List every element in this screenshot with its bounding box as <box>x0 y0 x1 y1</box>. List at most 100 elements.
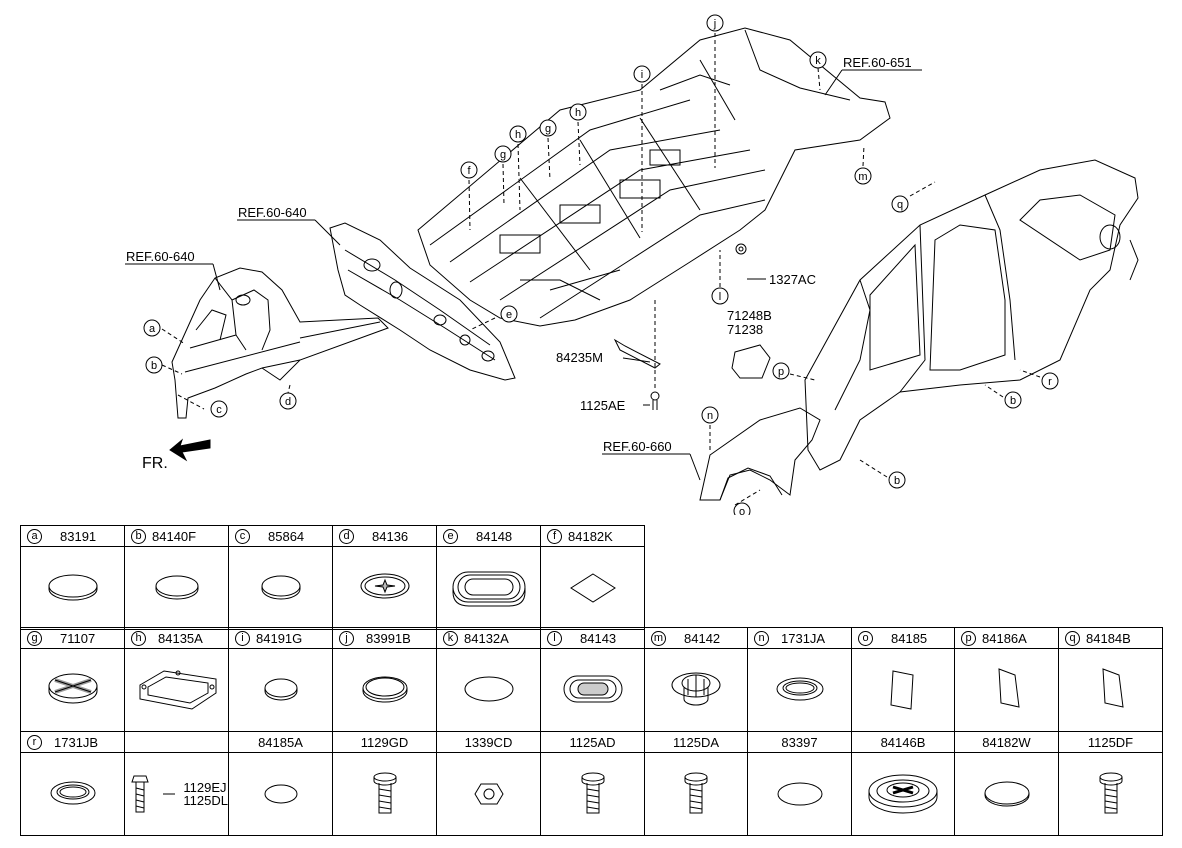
callout-h: h <box>575 107 581 119</box>
callout-d: d <box>285 396 291 408</box>
part-label-84235m: 84235M <box>556 350 603 365</box>
ref-label: REF.60-651 <box>843 55 912 70</box>
plug-cross-icon <box>48 673 97 704</box>
callout-r: r <box>1048 376 1052 388</box>
part-label-1327ac: 1327AC <box>769 272 816 287</box>
callout-a: a <box>149 323 156 335</box>
callout-c: c <box>216 404 222 416</box>
pad-rect-icon <box>1101 668 1124 708</box>
plug-flat-icon <box>984 781 1029 807</box>
plug-rect-frame-icon <box>139 670 216 710</box>
bolt-icon <box>130 775 149 813</box>
callout-b: b <box>894 475 900 487</box>
part-header: 1339CD <box>436 731 541 753</box>
callout-m: m <box>858 171 867 183</box>
pad-square-icon <box>569 573 616 603</box>
strap-84235m <box>613 338 661 369</box>
part-number-1129ej: 1129EJ <box>183 780 227 795</box>
nut-icon <box>473 783 504 805</box>
part-label-71238: 71238 <box>727 322 763 337</box>
plug-flat-icon <box>464 676 513 702</box>
grommet-oblong-icon <box>563 675 622 703</box>
plug-cap-icon <box>264 678 297 701</box>
dash-panel <box>329 222 516 381</box>
part-label-71248b: 71248B <box>727 308 772 323</box>
front-arrow-icon <box>169 438 211 462</box>
callout-g: g <box>500 149 506 161</box>
grommet-deep-oblong-icon <box>868 774 938 814</box>
front-frame-assembly <box>171 267 389 419</box>
front-label: FR. <box>142 455 168 472</box>
part-header: 84146B <box>851 731 955 753</box>
ring-icon <box>776 677 823 701</box>
nut-1327ac <box>735 243 747 255</box>
pad-rect-icon <box>997 668 1020 708</box>
grommet-oblong-icon <box>452 571 525 607</box>
bracket-71238 <box>731 344 771 379</box>
bolt-icon <box>684 772 708 814</box>
bolt-icon <box>373 772 396 814</box>
part-header: 1125AD <box>540 731 645 753</box>
bolt-1125ae <box>650 391 660 410</box>
part-header: 84182W <box>954 731 1059 753</box>
callout-l: l <box>719 291 721 303</box>
plug-flat-icon <box>264 784 297 804</box>
callout-n: n <box>707 410 713 422</box>
plug-oval-icon <box>155 575 198 600</box>
callout-b: b <box>1010 395 1016 407</box>
plug-cap-icon <box>261 575 300 600</box>
part-header: 83397 <box>747 731 852 753</box>
plug-star-icon <box>360 573 409 599</box>
callout-p: p <box>778 366 784 378</box>
ref-label: REF.60-640 <box>238 205 307 220</box>
callout-f: f <box>467 165 471 177</box>
side-body <box>804 159 1139 471</box>
plug-oval-icon <box>362 676 407 703</box>
part-number-1125dl: 1125DL <box>183 793 228 808</box>
pad-rect-icon <box>890 670 914 710</box>
ring-icon <box>50 781 95 805</box>
part-header: 1129GD <box>332 731 437 753</box>
bolt-icon <box>581 772 604 814</box>
callout-i: i <box>641 69 643 81</box>
callout-k: k <box>815 55 821 67</box>
part-header: 84185A <box>228 731 333 753</box>
callout-h: h <box>515 129 521 141</box>
callout-o: o <box>739 506 745 515</box>
plug-flat-icon <box>777 782 822 806</box>
part-header: 1125DF <box>1058 731 1163 753</box>
exploded-diagram: a b c d e f g h g h i j k m q l p r b n … <box>125 14 1139 515</box>
leader-line <box>162 793 175 795</box>
plug-oval-icon <box>48 574 97 601</box>
callout-q: q <box>897 199 903 211</box>
callout-g: g <box>545 123 551 135</box>
callout-e: e <box>506 309 512 321</box>
part-label-1125ae: 1125AE <box>580 398 626 413</box>
front-fender <box>699 407 821 501</box>
ref-label: REF.60-660 <box>603 439 672 454</box>
callout-j: j <box>713 18 716 30</box>
bolt-icon <box>1099 772 1122 814</box>
ref-label: REF.60-640 <box>126 249 195 264</box>
floor-pan <box>417 27 891 327</box>
part-header: 1125DA <box>644 731 748 753</box>
